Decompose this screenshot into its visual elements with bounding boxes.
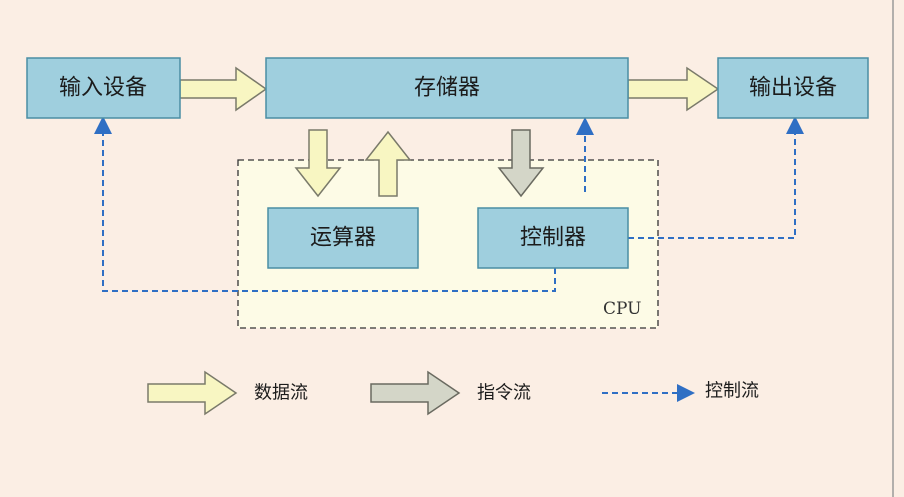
data-arrow-memory-to-alu <box>294 129 342 198</box>
cpu-label: CPU <box>603 299 641 319</box>
instruction-arrow-memory-to-controller <box>497 129 545 198</box>
node-input-device: 输入设备 <box>26 57 181 119</box>
output-device-label: 输出设备 <box>749 76 837 101</box>
data-arrow-input-to-memory <box>179 66 268 112</box>
legend-data-flow-label: 数据流 <box>254 383 308 404</box>
controller-label: 控制器 <box>520 226 586 251</box>
control-line-to-output <box>628 116 804 239</box>
legend-instruction-flow-label: 指令流 <box>477 383 531 404</box>
node-controller: 控制器 <box>477 207 629 269</box>
node-output-device: 输出设备 <box>717 57 869 119</box>
input-device-label: 输入设备 <box>59 76 147 101</box>
control-line-to-input <box>94 116 556 292</box>
node-memory: 存储器 <box>265 57 629 119</box>
legend-data-flow-arrow <box>147 370 238 416</box>
legend-instruction-flow-arrow <box>370 370 461 416</box>
node-alu: 运算器 <box>267 207 419 269</box>
legend: 数据流 指令流 控制流 <box>147 370 759 416</box>
alu-label: 运算器 <box>310 226 376 251</box>
data-arrow-memory-to-output <box>627 66 720 112</box>
legend-control-flow-label: 控制流 <box>705 381 759 402</box>
data-arrow-alu-to-memory <box>364 130 412 197</box>
memory-label: 存储器 <box>414 76 480 101</box>
